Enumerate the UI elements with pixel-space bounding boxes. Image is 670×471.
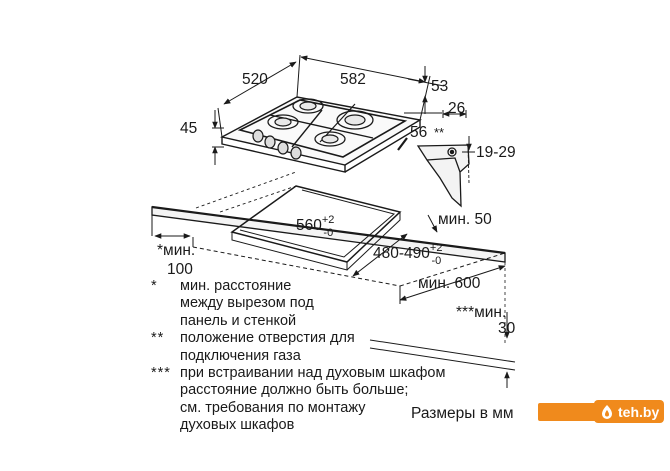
units-label: Размеры в мм [411,405,514,422]
control-knobs [252,129,302,160]
brand-logo-icon [599,404,615,420]
burner [314,131,346,147]
footnote-mark: * [151,278,158,294]
dim-side-height: 56 [410,124,427,141]
gas-hob [220,96,422,173]
footnote-text: положение отверстия для подключения газа [180,330,355,364]
projection-lines [195,171,297,213]
footnote-mark: *** [151,365,171,382]
footnote-text: мин. расстояние между вырезом под панель… [180,278,314,329]
dim-min-depth: мин. 600 [418,275,481,292]
footnote: * мин. расстояние между вырезом под пане… [151,278,445,330]
dim-min-oven-label: ***мин. [456,304,506,321]
gas-connection-detail [416,144,470,208]
brand-name: teh.by [618,403,660,420]
dim-min-wall-value: 100 [167,261,193,278]
footnote-text: при встраивании над духовым шкафом расст… [180,365,446,434]
brand-badge[interactable]: teh.by [538,400,664,423]
footnotes: * мин. расстояние между вырезом под пане… [151,278,445,435]
dimension-labels: 520 582 53 45 26 ** 56 19-29 560+2-0 480… [157,71,516,337]
dim-min-front: мин. 50 [438,211,492,228]
dim-hob-height: 45 [180,120,197,137]
dimension-lines [151,54,516,388]
dim-cutout-width: 560+2-0 [296,214,334,239]
dim-connection-height: 19-29 [476,144,516,161]
dim-hob-depth: 520 [242,71,268,88]
footnote: ** положение отверстия для подключения г… [151,330,445,365]
dim-top-offset: 53 [431,78,448,95]
dim-connection-offset: 26 [448,100,465,117]
burner [292,98,324,114]
brand-box: teh.by [594,400,664,423]
connection-mark: ** [434,125,444,140]
dim-min-wall-label: *мин. [157,242,195,259]
footnote: *** при встраивании над духовым шкафом р… [151,365,445,435]
dim-cutout-depth: 480-490+2-0 [373,242,442,267]
dim-hob-width: 582 [340,71,366,88]
burner [267,114,299,130]
brand-bar [538,403,598,421]
footnote-mark: ** [151,330,165,347]
burner [336,110,374,130]
dim-min-oven-value: 30 [498,320,516,337]
